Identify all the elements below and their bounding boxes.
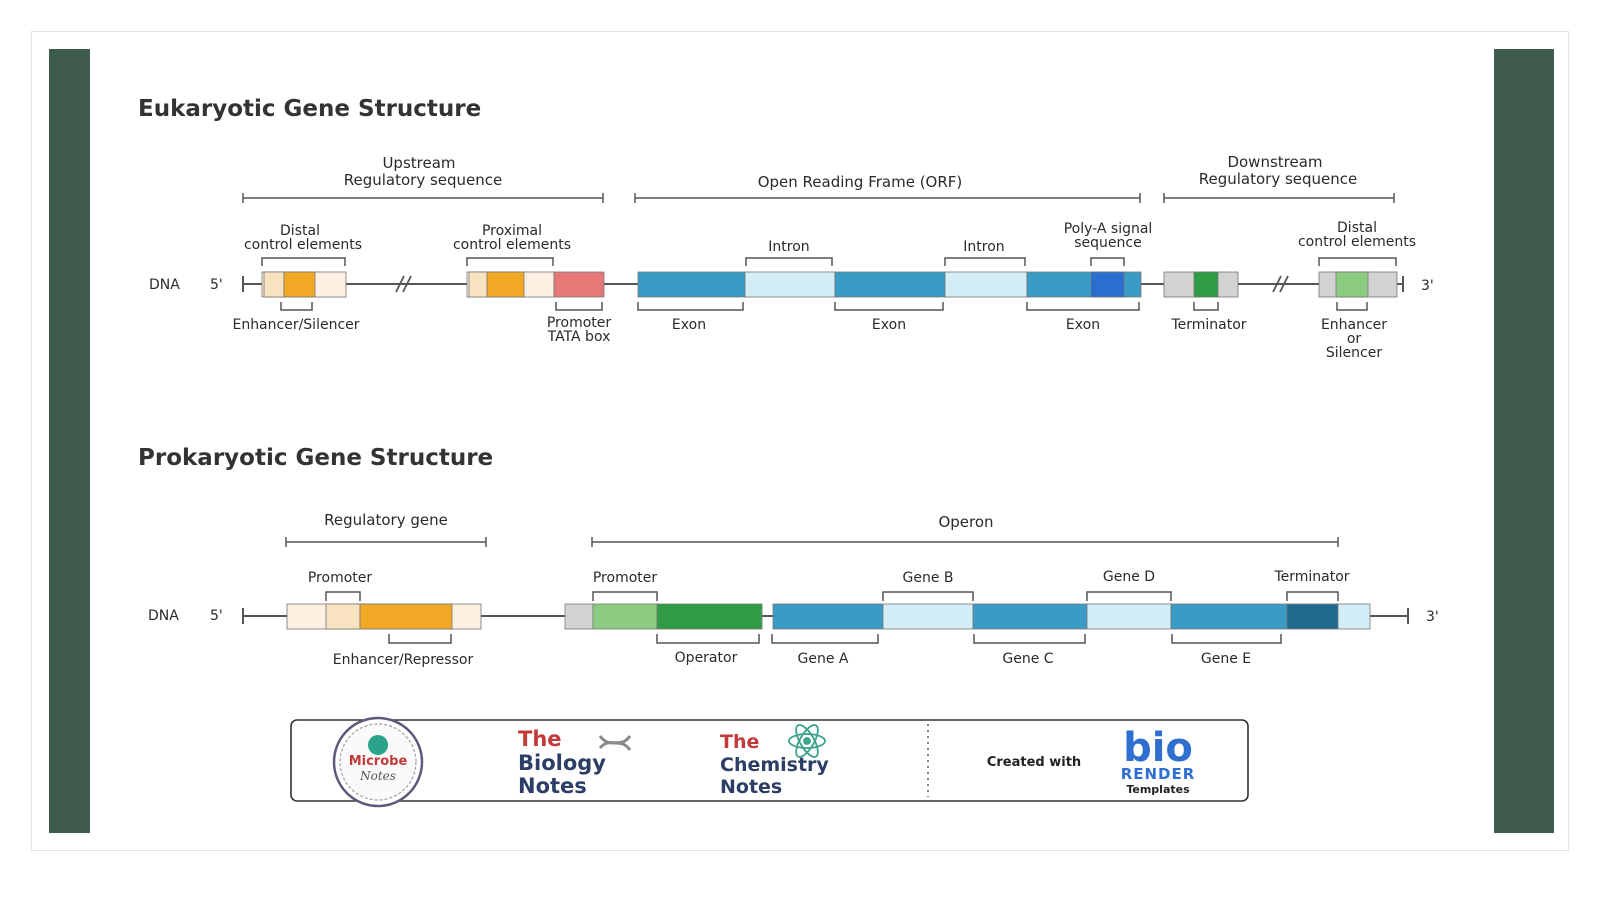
euk-region-brackets [242,193,1395,203]
enhancer2-label: Enhancer [1321,317,1387,333]
left-side-bar [49,49,90,833]
gene-d-box [1086,603,1172,630]
prok-upper-brackets [325,591,1339,601]
intron-label-2: Intron [963,239,1004,255]
promoter-label-2: TATA box [547,329,611,345]
gene-a-box [772,603,884,630]
biorender-render-text: RENDER [1121,765,1196,783]
tata-box [553,271,605,298]
operator-label: Operator [675,650,738,666]
prokaryotic-title: Prokaryotic Gene Structure [138,445,493,471]
dna-helix-icon [598,735,632,751]
intron-label-1: Intron [768,239,809,255]
prok-five-prime: 5' [210,608,223,624]
chem-notes-text: Notes [720,776,782,798]
euk-three-prime: 3' [1421,278,1434,294]
upstream-label-2: Regulatory sequence [344,171,503,189]
microbe-text: Microbe [349,754,408,769]
distal-label: Distal [280,223,320,239]
gene-e-box [1170,603,1288,630]
gene-a-label: Gene A [798,651,849,667]
polya-signal [1090,271,1125,298]
regulatory-gene-label: Regulatory gene [324,511,448,529]
bio-biology-text: Biology [518,751,606,775]
intron-1 [744,271,836,298]
prok-lower-brackets [388,634,1282,644]
prok-promoter-op-label: Promoter [593,570,658,586]
exon-label-3: Exon [1066,317,1100,333]
proximal-core [486,271,525,298]
orf-label: Open Reading Frame (ORF) [758,173,963,191]
prok-segments [286,603,1371,630]
biorender-templates-text: Templates [1126,783,1190,796]
chem-chemistry-text: Chemistry [720,754,829,776]
euk-lower-brackets [280,302,1368,311]
gene-b-box [882,603,974,630]
euk-five-prime: 5' [210,277,223,293]
operator-box [656,603,763,630]
distal-enhancer-core [283,271,316,298]
distal2-label: Distal [1337,220,1377,236]
gene-c-box [972,603,1088,630]
distal-label-2: control elements [244,237,362,253]
exon-label-2: Exon [872,317,906,333]
chem-the-text: The [720,731,759,753]
proximal-label-2: control elements [453,237,571,253]
exon-2 [834,271,946,298]
distal-enhancer-light [263,271,285,298]
bio-the-text: The [518,727,562,751]
polya-label: Poly-A signal [1064,221,1153,237]
gene-e-label: Gene E [1201,651,1251,667]
prok-region-brackets [285,537,1339,547]
gene-c-label: Gene C [1002,651,1053,667]
prok-dna-label: DNA [148,608,179,624]
downstream-label: Downstream [1227,153,1322,171]
proximal-light [468,271,488,298]
microbe-notes-logo: Microbe Notes [332,716,424,808]
terminator-core [1193,271,1219,298]
proximal-label: Proximal [482,223,542,239]
euk-dna-label: DNA [149,277,180,293]
gene-d-label: Gene D [1103,569,1155,585]
downstream-label-2: Regulatory sequence [1199,170,1358,188]
bio-notes-text: Notes [518,774,587,798]
euk-upper-brackets [261,257,1397,266]
credits-box [290,719,1249,802]
enhancer-repressor-box [359,603,453,630]
upstream-label: Upstream [382,154,455,172]
exon-label-1: Exon [672,317,706,333]
prok-promoter-reg-label: Promoter [308,570,373,586]
prok-terminator-label: Terminator [1273,569,1349,585]
euk-segments [261,271,1398,298]
operon-promoter-box [592,603,658,630]
polya-label-2: sequence [1074,235,1141,251]
microbe-notes-text: Notes [359,769,396,783]
intron-2 [944,271,1028,298]
promoter-label: Promoter [547,315,612,331]
prok-end-box [1337,603,1371,630]
distal2-label-2: control elements [1298,234,1416,250]
operon-start-box [564,603,594,630]
content-panel [90,49,1494,833]
operon-label: Operon [938,513,993,531]
biorender-bio-text: bio [1123,725,1193,771]
gene-b-label: Gene B [902,570,953,586]
enhancer-silencer-label: Enhancer/Silencer [232,317,359,333]
atom-icon [788,724,826,758]
enhancer2-label-3: Silencer [1326,345,1382,361]
exon-1 [637,271,746,298]
eukaryotic-title: Eukaryotic Gene Structure [138,96,481,122]
right-side-bar [1494,49,1554,833]
terminator-label: Terminator [1170,317,1246,333]
euk-break-marks [395,275,1289,293]
created-with-text: Created with [987,755,1081,770]
enhancer-repressor-label: Enhancer/Repressor [333,652,474,668]
enhancer2-core [1335,271,1369,298]
prok-terminator-box [1286,603,1339,630]
enhancer2-label-2: or [1347,331,1362,347]
reg-promoter-box [325,603,361,630]
prok-three-prime: 3' [1426,609,1439,625]
